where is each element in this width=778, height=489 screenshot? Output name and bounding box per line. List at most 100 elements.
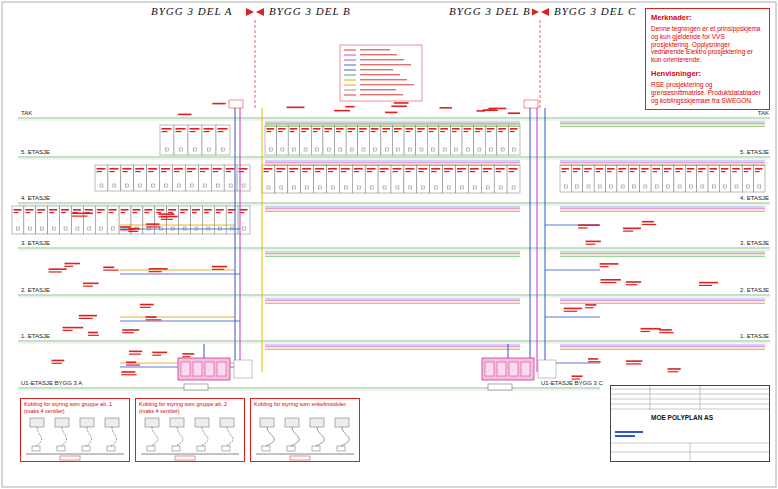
- label-mark: [596, 171, 600, 172]
- wire: [61, 427, 67, 446]
- room-box: [404, 125, 416, 155]
- room-box: [60, 206, 72, 234]
- label-mark: [37, 212, 42, 213]
- label-mark: [14, 209, 22, 211]
- label-mark: [659, 332, 674, 333]
- valve-symbol: [88, 227, 91, 230]
- label-mark: [267, 128, 275, 130]
- label-mark: [204, 131, 210, 132]
- valve-symbol: [344, 186, 347, 189]
- room-box: [674, 165, 685, 192]
- valve-symbol: [374, 148, 377, 151]
- label-mark: [699, 282, 718, 284]
- floor-line: [18, 388, 600, 389]
- valve-symbol: [40, 227, 43, 230]
- wire: [36, 427, 42, 446]
- label-mark: [120, 229, 135, 230]
- label-mark: [687, 168, 694, 170]
- room-box: [381, 125, 393, 155]
- label-mark: [341, 168, 350, 170]
- label-mark: [148, 168, 157, 170]
- label-mark: [146, 223, 159, 225]
- label-mark: [354, 168, 363, 170]
- label-mark: [79, 315, 97, 317]
- label-mark: [744, 168, 751, 170]
- label-mark: [626, 281, 641, 283]
- label-mark: [190, 131, 196, 132]
- label-mark: [508, 112, 520, 114]
- room-box: [300, 125, 312, 155]
- valve-symbol: [587, 185, 590, 188]
- label-mark: [148, 171, 153, 172]
- room-box: [155, 206, 167, 234]
- room-box: [147, 165, 160, 191]
- duct-branch: [560, 161, 765, 162]
- duct-branch: [560, 210, 765, 211]
- room-box: [507, 165, 520, 193]
- valve-symbol: [242, 184, 245, 187]
- valve-symbol: [396, 186, 399, 189]
- valve-symbol: [655, 185, 658, 188]
- room-box: [697, 165, 708, 192]
- label-mark: [72, 213, 93, 215]
- duct-branch: [120, 274, 240, 275]
- duct-branch: [265, 349, 520, 350]
- floor-label: U1-ETASJE BYGG 3 A: [20, 380, 83, 387]
- label-mark: [668, 371, 679, 372]
- label-mark: [393, 171, 398, 172]
- room-box: [237, 165, 250, 191]
- label-mark: [122, 329, 139, 331]
- legend-sample: [344, 70, 356, 71]
- room-box: [494, 165, 507, 193]
- room-box: [571, 165, 582, 192]
- label-mark: [182, 356, 190, 357]
- label-mark: [109, 171, 114, 172]
- title-grid: [610, 389, 770, 390]
- valve-symbol: [443, 148, 446, 151]
- label-mark: [83, 286, 93, 287]
- valve-symbol: [113, 184, 116, 187]
- label-mark: [64, 263, 79, 265]
- section-arrow: [541, 8, 549, 16]
- label-mark: [607, 171, 611, 172]
- valve-box: [335, 418, 349, 427]
- room-box: [404, 165, 417, 193]
- room-box: [108, 165, 121, 191]
- valve-symbol: [269, 148, 272, 151]
- room-box: [508, 125, 520, 155]
- node-text: Merknader:: [651, 13, 764, 22]
- label-mark: [653, 171, 657, 172]
- duct-branch: [265, 125, 520, 126]
- valve-symbol: [499, 186, 502, 189]
- room-box: [314, 165, 327, 193]
- room-box: [121, 165, 134, 191]
- room-box: [339, 165, 352, 193]
- valve-symbol: [432, 148, 435, 151]
- valve-box: [260, 418, 274, 427]
- floor-label: 3. ETASJE: [20, 240, 51, 247]
- valve-symbol: [231, 227, 234, 230]
- label-mark: [429, 128, 437, 130]
- node-text: Kobling for styring som gruppe alt. 2 (m…: [139, 401, 241, 414]
- label-mark: [128, 231, 138, 232]
- valve-symbol: [304, 148, 307, 151]
- label-mark: [564, 311, 578, 312]
- valve-box: [30, 418, 44, 427]
- label-mark: [341, 171, 346, 172]
- room-box: [439, 125, 451, 155]
- label-mark: [360, 74, 400, 75]
- floor-line: [18, 159, 770, 160]
- panel-box: [488, 384, 512, 390]
- legend-sample: [344, 60, 356, 61]
- label-mark: [168, 209, 176, 211]
- label-mark: [457, 171, 462, 172]
- label-mark: [162, 131, 168, 132]
- valve-symbol: [621, 185, 624, 188]
- wire: [176, 427, 183, 446]
- terminal-block: [197, 446, 205, 451]
- label-mark: [83, 283, 99, 285]
- label-mark: [73, 209, 81, 211]
- valve-symbol: [112, 227, 115, 230]
- valve-symbol: [327, 148, 330, 151]
- label-mark: [699, 285, 712, 286]
